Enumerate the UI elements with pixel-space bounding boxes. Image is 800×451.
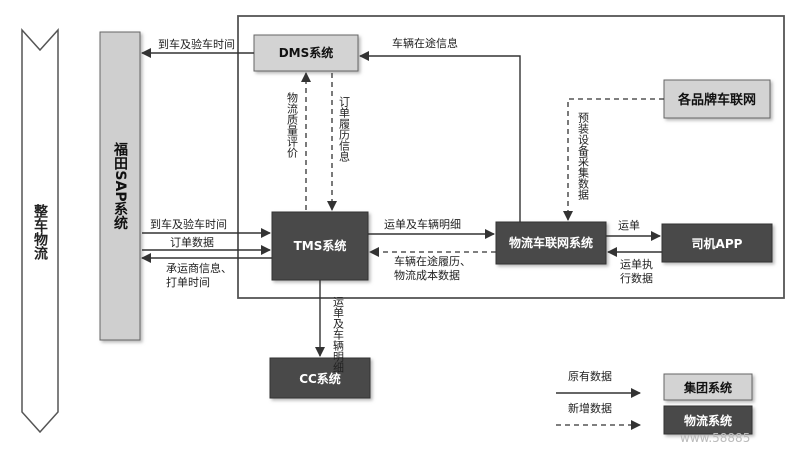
cc-box: [269, 357, 371, 399]
label-dms-to-tms: 订单履历信息: [338, 96, 351, 162]
iov-box: [495, 221, 607, 265]
iov-label: 物流车联网系统: [509, 235, 593, 250]
label-iov-to-tms-line1: 车辆在途履历、: [394, 254, 471, 268]
label-app-to-iov-line2: 行数据: [620, 271, 653, 285]
label-tms-to-iov: 运单及车辆明细: [384, 217, 461, 231]
label-iov-to-dms: 车辆在途信息: [392, 36, 458, 50]
label-iov-to-app: 运单: [618, 219, 640, 232]
label-app-to-iov-line1: 运单执: [620, 257, 653, 271]
tms-label: TMS系统: [294, 238, 347, 253]
label-iov-to-tms-line2: 物流成本数据: [394, 268, 460, 282]
legend-group-label: 集团系统: [683, 380, 732, 395]
arrow-iov-to-dms: [359, 51, 521, 222]
label-tms-to-cc: 运单及车辆明细: [332, 296, 345, 373]
label-tms-to-sap-line2: 打单时间: [166, 275, 210, 289]
brand-iov-label: 各品牌车联网: [677, 92, 756, 108]
label-sap-to-tms-order: 订单数据: [170, 235, 214, 249]
cc-label: CC系统: [299, 371, 341, 386]
left-chevron-bar: [21, 28, 59, 434]
legend-group-box: [663, 373, 753, 401]
watermark: www.58885: [680, 431, 750, 445]
driver-app-box: [661, 223, 773, 263]
tms-box: [271, 211, 369, 281]
sap-box: [99, 31, 141, 341]
left-bar-label: 整车物流: [32, 203, 49, 261]
label-sap-to-tms-time: 到车及验车时间: [150, 217, 227, 231]
label-dms-to-sap: 到车及验车时间: [158, 37, 235, 51]
sap-label: 福田SAP系统: [112, 142, 129, 231]
logistics-boundary: [237, 15, 785, 299]
dms-box: [253, 34, 359, 72]
legend-logistics-label: 物流系统: [684, 413, 732, 428]
label-tms-to-dms: 物流质量评价: [286, 91, 299, 158]
brand-iov-box: [663, 79, 771, 119]
label-tms-to-sap-line1: 承运商信息、: [166, 261, 232, 275]
arrow-brand-to-iov: [563, 98, 664, 221]
legend-existing-label: 原有数据: [568, 369, 612, 383]
label-brand-to-iov: 预装设备采集数据: [577, 112, 590, 201]
dms-label: DMS系统: [279, 45, 334, 60]
driver-app-label: 司机APP: [692, 236, 743, 251]
legend-new-label: 新增数据: [568, 401, 612, 415]
legend-logistics-box: [663, 405, 753, 435]
